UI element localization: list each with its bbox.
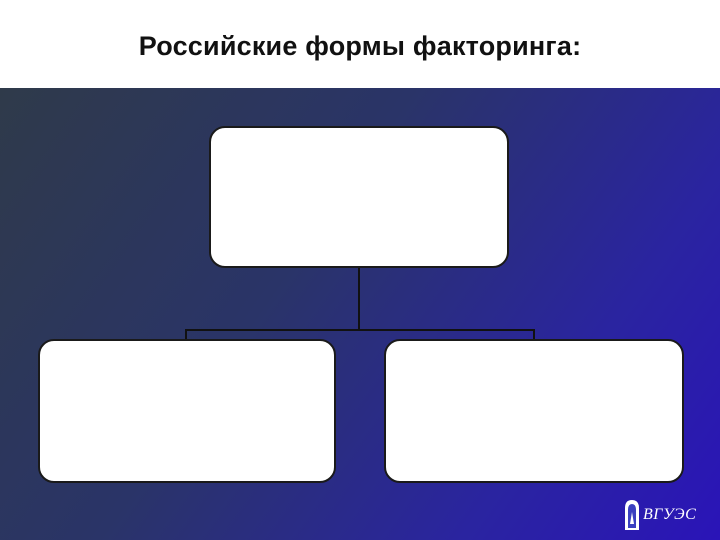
logo-text: ВГУЭС bbox=[643, 506, 697, 523]
diagram-node-root bbox=[209, 126, 509, 268]
connector-right-drop bbox=[533, 329, 535, 340]
connector-root-down bbox=[358, 268, 360, 330]
slide-title: Российские формы факторинга: bbox=[138, 31, 582, 61]
connector-left-drop bbox=[185, 329, 187, 340]
university-emblem-icon bbox=[625, 500, 639, 530]
connector-horizontal bbox=[185, 329, 535, 331]
diagram-node-right-child bbox=[384, 339, 684, 483]
title-bar: Российские формы факторинга: bbox=[0, 0, 720, 88]
diagram-node-left-child bbox=[38, 339, 336, 483]
university-logo: ВГУЭС bbox=[623, 498, 705, 532]
diagram-canvas: ВГУЭС bbox=[0, 88, 720, 540]
